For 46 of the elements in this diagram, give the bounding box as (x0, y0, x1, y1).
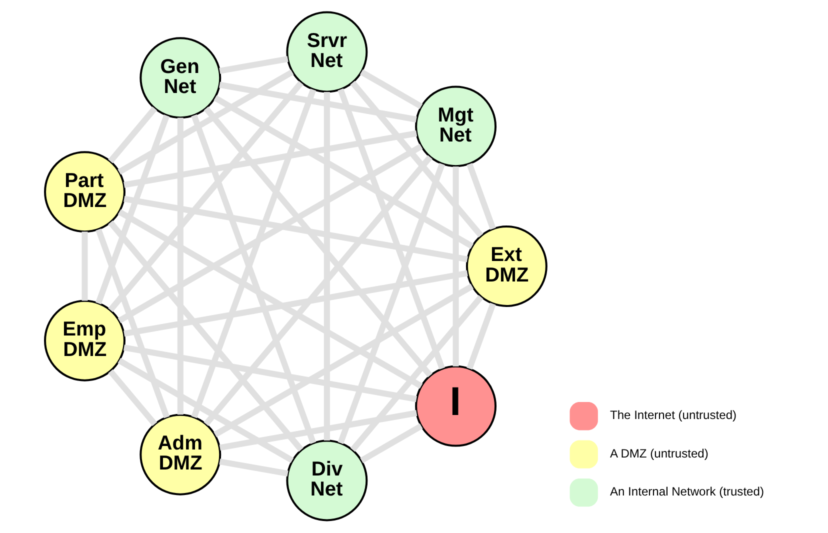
connector (124, 270, 468, 337)
connector (219, 458, 288, 477)
connector (108, 80, 304, 312)
connector (360, 69, 423, 110)
connector (350, 295, 484, 452)
connector (324, 92, 330, 440)
legend-label: A DMZ (untrusted) (610, 446, 708, 460)
connector (177, 118, 184, 415)
connector (108, 106, 158, 164)
connector (466, 162, 496, 230)
connector (466, 302, 496, 370)
node-circle: Ext DMZ (466, 226, 548, 307)
legend-label: An Internal Network (trusted) (610, 484, 764, 499)
connector (108, 369, 158, 426)
node-circle: Div Net (286, 440, 368, 522)
connector (82, 232, 88, 301)
connector (96, 114, 170, 304)
connector (118, 358, 294, 464)
connector (350, 80, 484, 238)
connector (108, 220, 304, 452)
connector (118, 144, 423, 324)
connector (214, 284, 474, 438)
connector (338, 162, 445, 444)
connector (204, 106, 432, 378)
node-circle: Adm DMZ (140, 414, 222, 496)
connector (219, 410, 418, 451)
connector (123, 344, 417, 402)
node-circle: Part DMZ (44, 151, 126, 233)
legend-label: The Internet (untrusted) (610, 408, 737, 422)
connector (360, 423, 423, 464)
connector (219, 56, 288, 74)
connector (124, 130, 418, 188)
connector (219, 82, 417, 122)
connector (338, 88, 445, 370)
node-circle: Srvr Net (286, 11, 368, 93)
node-circle: I (415, 365, 497, 447)
connector (118, 69, 294, 175)
node-circle: Emp DMZ (44, 300, 126, 382)
connector (452, 166, 459, 366)
node-circle: Mgt Net (415, 86, 497, 168)
node-circle: Gen Net (140, 37, 222, 119)
connector (214, 95, 474, 249)
connector (204, 155, 432, 426)
connector (118, 209, 423, 389)
connector (96, 228, 170, 418)
connector (124, 196, 468, 262)
